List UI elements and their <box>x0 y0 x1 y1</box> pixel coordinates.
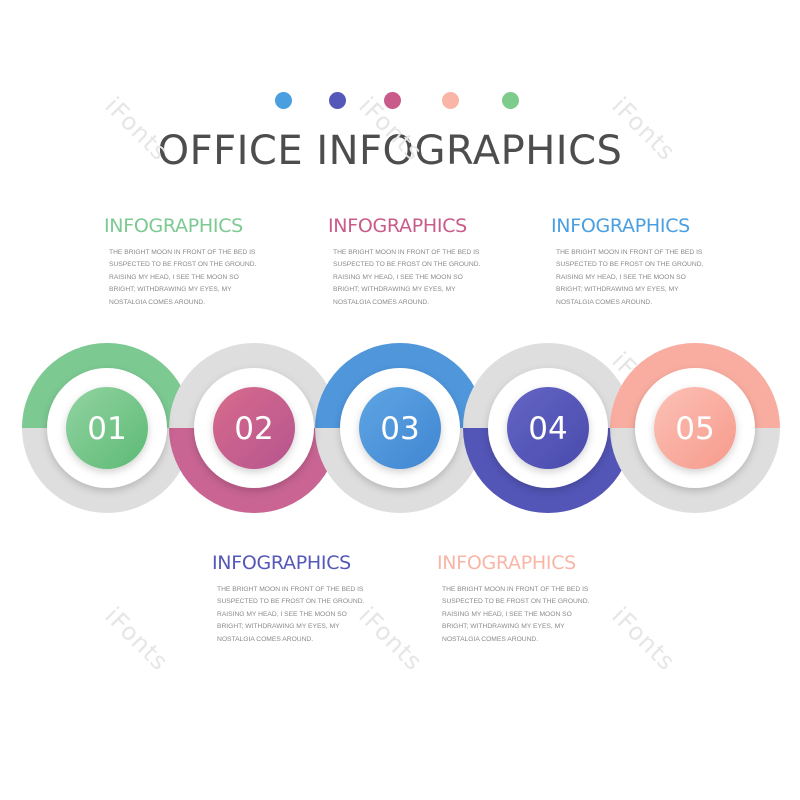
info-text-5: THE BRIGHT MOON IN FRONT OF THE BED IS S… <box>442 586 590 643</box>
step-number-05: 05 <box>675 411 714 447</box>
green-dot <box>502 92 519 109</box>
info-block-3: INFOGRAPHICS THE BRIGHT MOON IN FRONT OF… <box>551 215 703 309</box>
magenta-dot <box>384 92 401 109</box>
info-heading-1: INFOGRAPHICS <box>104 215 243 237</box>
info-block-4: INFOGRAPHICS THE BRIGHT MOON IN FRONT OF… <box>212 552 364 646</box>
step-number-04: 04 <box>528 411 567 447</box>
step-02-disc <box>213 387 295 469</box>
indigo-dot <box>329 92 346 109</box>
info-text-1: THE BRIGHT MOON IN FRONT OF THE BED IS S… <box>109 249 257 306</box>
page-title: OFFICE INFOGRAPHICS <box>157 128 623 174</box>
info-heading-4: INFOGRAPHICS <box>212 552 351 574</box>
info-heading-3: INFOGRAPHICS <box>551 215 690 237</box>
info-text-4: THE BRIGHT MOON IN FRONT OF THE BED IS S… <box>217 586 365 643</box>
info-block-1: INFOGRAPHICS THE BRIGHT MOON IN FRONT OF… <box>104 215 256 309</box>
info-heading-2: INFOGRAPHICS <box>328 215 467 237</box>
color-dots <box>0 92 800 110</box>
step-number-02: 02 <box>234 411 273 447</box>
info-text-3: THE BRIGHT MOON IN FRONT OF THE BED IS S… <box>556 249 704 306</box>
step-number-01: 01 <box>87 411 126 447</box>
step-03-disc <box>359 387 441 469</box>
step-05-disc <box>654 387 736 469</box>
step-04-disc <box>507 387 589 469</box>
info-text-2: THE BRIGHT MOON IN FRONT OF THE BED IS S… <box>333 249 481 306</box>
info-heading-5: INFOGRAPHICS <box>437 552 576 574</box>
peach-dot <box>442 92 459 109</box>
info-block-2: INFOGRAPHICS THE BRIGHT MOON IN FRONT OF… <box>328 215 480 309</box>
blue-dot <box>275 92 292 109</box>
info-block-5: INFOGRAPHICS THE BRIGHT MOON IN FRONT OF… <box>437 552 589 646</box>
step-number-03: 03 <box>380 411 419 447</box>
step-01-disc <box>66 387 148 469</box>
